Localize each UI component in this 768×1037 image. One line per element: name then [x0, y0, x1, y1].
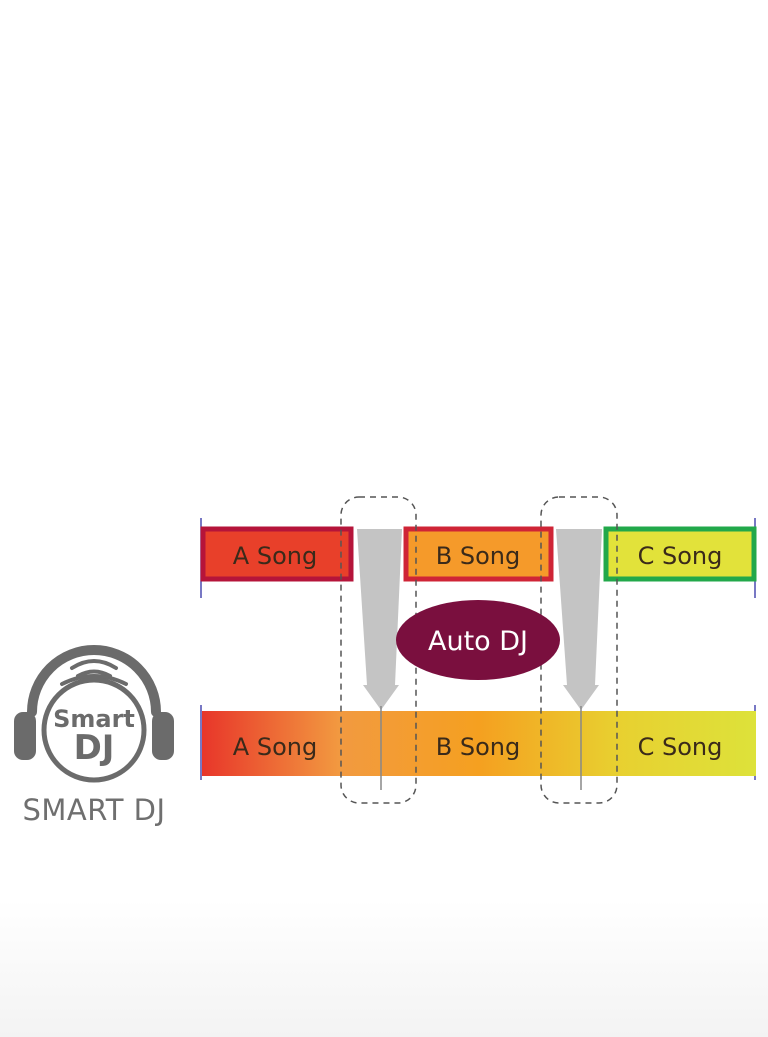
- top-track-row: A Song B Song C Song: [200, 518, 757, 598]
- song-label-c: C Song: [638, 542, 723, 570]
- song-segment-b: B Song: [403, 526, 554, 582]
- mixed-label-c: C Song: [638, 733, 723, 761]
- crossfade-region-2: [540, 496, 618, 804]
- song-segment-a: A Song: [200, 526, 354, 582]
- song-segment-c: C Song: [603, 526, 757, 582]
- mixed-label-a: A Song: [233, 733, 317, 761]
- mixed-track-row: A Song B Song C Song: [200, 705, 756, 780]
- mixed-label-b: B Song: [436, 733, 520, 761]
- headphones-icon: [14, 645, 174, 783]
- transition-arrow-1: [357, 529, 402, 790]
- mixed-track-bar: [202, 711, 756, 776]
- transition-arrow-2: [556, 529, 602, 790]
- smart-dj-logo: Smart DJ SMART DJ: [14, 645, 174, 827]
- auto-dj-badge: Auto DJ: [396, 600, 560, 680]
- brand-caption: SMART DJ: [22, 793, 165, 827]
- song-label-a: A Song: [233, 542, 317, 570]
- logo-word-smart: Smart: [53, 705, 135, 733]
- logo-word-dj: DJ: [74, 728, 115, 768]
- song-label-b: B Song: [436, 542, 520, 570]
- auto-dj-label: Auto DJ: [428, 626, 528, 657]
